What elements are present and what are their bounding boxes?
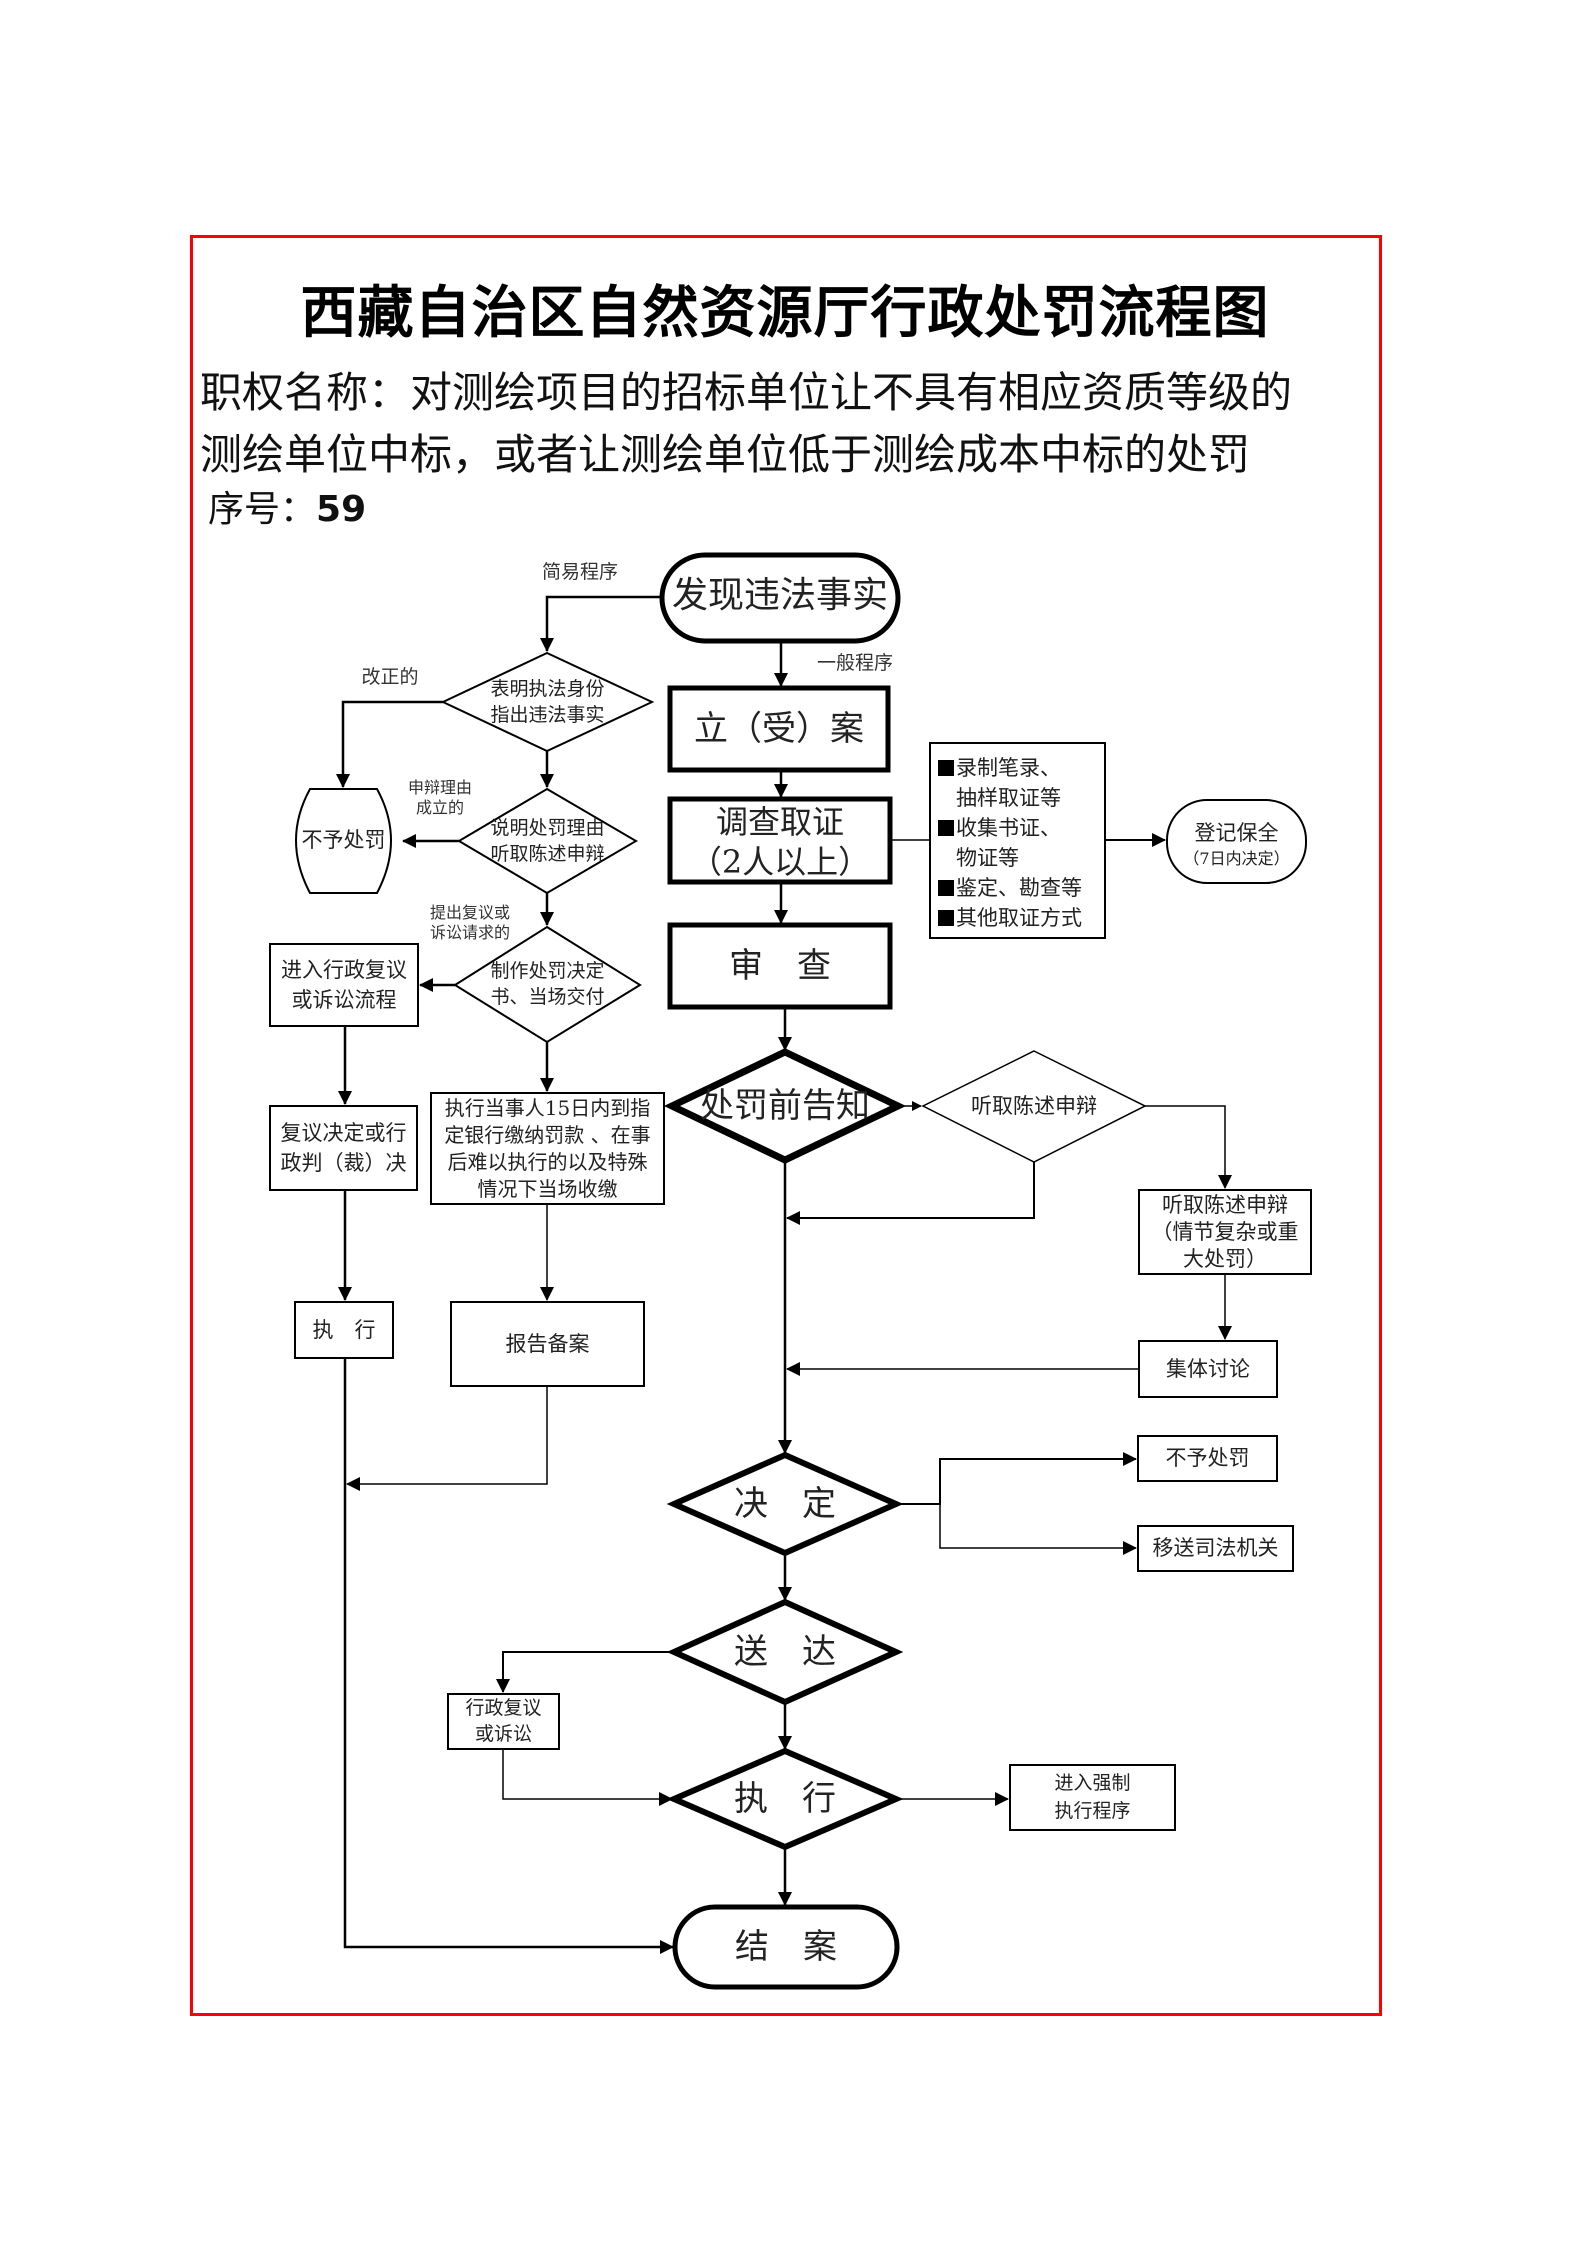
file-case-box: [667, 685, 891, 773]
evidence-item: 鉴定、勘查等: [938, 873, 1108, 903]
arrow-identity-to-nopenalty: [336, 700, 443, 788]
preserve-label: 登记保全 （7日内决定）: [1183, 821, 1290, 868]
corrected-label: 改正的: [361, 666, 419, 688]
arrow-start-to-simple: [540, 595, 662, 652]
decision-label: 决 定: [734, 1484, 836, 1524]
make-decision-label: 制作处罚决定 书、当场交付: [490, 960, 605, 1008]
hear-defense-box: [1138, 1189, 1312, 1275]
defense-valid-label: 申辩理由 成立的: [407, 778, 472, 817]
evidence-item: 其他取证方式: [938, 903, 1108, 933]
hear-defense-box-label: 听取陈述申辩 （情节复杂或重 大处罚）: [1151, 1193, 1299, 1271]
close-case-label: 结 案: [735, 1927, 837, 1967]
review-result-label: 复议决定或行 政判（裁）决: [280, 1121, 407, 1175]
report-file-label: 报告备案: [505, 1332, 590, 1356]
evidence-item: 录制笔录、: [938, 753, 1108, 783]
review-box: [667, 922, 893, 1010]
arrow-hear-back: [786, 1162, 1035, 1225]
group-discussion-box: [1138, 1340, 1278, 1398]
explain-reason-label: 说明处罚理由 听取陈述申辩: [490, 817, 605, 865]
request-review-label: 提出复议或 诉讼请求的: [429, 903, 510, 942]
deliver-label: 送 达: [734, 1632, 836, 1672]
file-case-label: 立（受）案: [694, 709, 864, 749]
review-result-box: [269, 1105, 418, 1191]
arrow-hear-to-box: [1145, 1105, 1232, 1189]
evidence-item: 收集书证、: [938, 813, 1108, 843]
arrow-decision-to-nopenalty: [896, 1452, 1137, 1505]
review-label: 审 查: [729, 946, 831, 986]
show-identity-label: 表明执法身份 指出违法事实: [490, 678, 605, 726]
enforce-box: [1009, 1764, 1176, 1831]
onsite-payment-label: 执行当事人15日内到指 定银行缴纳罚款 、在事 后难以执行的以及特殊 情况下当场…: [444, 1096, 651, 1201]
start-label: 发现违法事实: [671, 575, 888, 616]
serial-label: 序号：: [208, 489, 317, 530]
page-title: 西藏自治区自然资源厅行政处罚流程图: [300, 281, 1270, 346]
authority-name: 职权名称：对测绘项目的招标单位让不具有相应资质等级的 测绘单位中标，或者让测绘单…: [200, 362, 1380, 486]
enter-review-box: [269, 943, 419, 1027]
admin-review-label: 行政复议 或诉讼: [465, 1697, 542, 1745]
onsite-payment-box: [430, 1092, 665, 1205]
execute-diamond: [666, 1747, 904, 1851]
close-case-terminal: [672, 1904, 900, 1990]
hear-defense-diamond-label: 听取陈述申辩: [971, 1094, 1097, 1118]
no-penalty-right-box: [1137, 1435, 1278, 1482]
investigate-box: [667, 796, 893, 885]
evidence-item-cont: 物证等: [956, 846, 1019, 870]
enter-review-label: 进入行政复议 或诉讼流程: [281, 958, 407, 1012]
execute-left-label: 执 行: [312, 1318, 376, 1342]
execute-label: 执 行: [734, 1779, 836, 1819]
arrow-deliver-to-adminreview: [496, 1651, 674, 1693]
bullet-square-icon: [938, 880, 954, 896]
enforce-label: 进入强制 执行程序: [1054, 1772, 1131, 1822]
investigate-line-1: 调查取证: [715, 803, 844, 841]
evidence-methods-list: 录制笔录、 抽样取证等 收集书证、 物证等 鉴定、勘查等 其他取证方式: [938, 753, 1108, 933]
decision-diamond: [666, 1451, 904, 1557]
bullet-square-icon: [938, 910, 954, 926]
page-border: [190, 235, 1382, 2016]
line-execute-left-to-close: [343, 1358, 674, 1954]
authority-line-1: 职权名称：对测绘项目的招标单位让不具有相应资质等级的: [200, 368, 1293, 417]
simple-procedure-label: 简易程序: [541, 561, 618, 583]
arrow-report-to-left: [346, 1386, 548, 1491]
arrow-adminreview-to-execute: [502, 1749, 673, 1806]
admin-review-box: [447, 1693, 560, 1750]
preserve-terminal: [1166, 799, 1307, 884]
bullet-square-icon: [938, 760, 954, 776]
no-penalty-left-label: 不予处罚: [301, 828, 386, 852]
authority-line-2: 测绘单位中标，或者让测绘单位低于测绘成本中标的处罚: [200, 430, 1251, 479]
investigate-label: 调查取证 （2人以上）: [670, 802, 890, 882]
investigate-line-2: （2人以上）: [689, 843, 871, 881]
no-penalty-right-label: 不予处罚: [1165, 1446, 1250, 1470]
no-penalty-left-terminal: [295, 788, 392, 894]
serial-number: 序号：59: [208, 480, 366, 532]
transfer-judicial-label: 移送司法机关: [1152, 1536, 1279, 1560]
transfer-judicial-box: [1137, 1525, 1294, 1572]
pre-notice-diamond: [663, 1048, 907, 1164]
evidence-item-cont: 抽样取证等: [956, 786, 1061, 810]
general-procedure-label: 一般程序: [816, 652, 893, 674]
group-discussion-label: 集体讨论: [1166, 1357, 1250, 1381]
pre-notice-label: 处罚前告知: [700, 1086, 870, 1126]
arrow-decision-to-transfer: [939, 1504, 1137, 1555]
bullet-square-icon: [938, 820, 954, 836]
serial-value: 59: [316, 489, 367, 530]
